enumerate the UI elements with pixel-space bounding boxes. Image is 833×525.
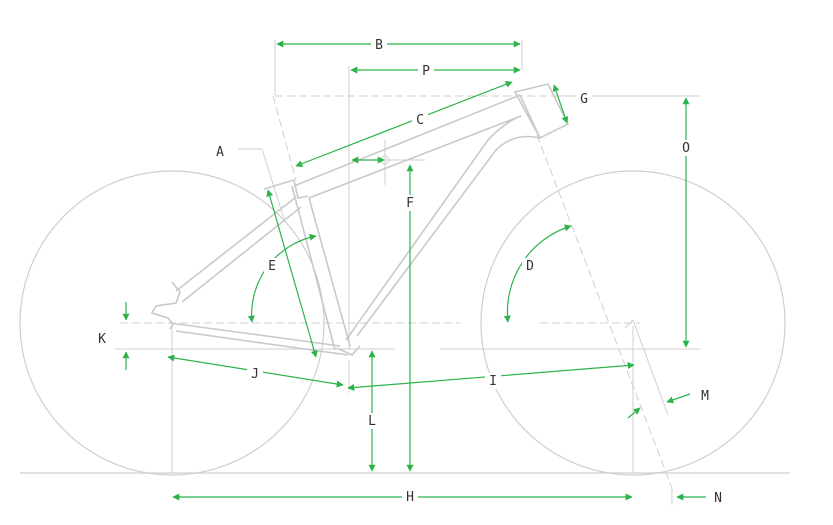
label-h: H <box>406 490 414 505</box>
dimension-labels: B P C A G O F E D K J I L M H N <box>98 36 722 506</box>
label-g: G <box>580 92 588 107</box>
label-c: C <box>416 113 424 128</box>
label-f: F <box>406 196 414 211</box>
dim-e <box>247 233 317 323</box>
label-a: A <box>216 145 224 160</box>
dimension-lines <box>122 40 706 501</box>
label-b: B <box>375 38 383 53</box>
front-wheel <box>480 170 786 476</box>
label-d: D <box>526 259 534 274</box>
label-i: I <box>489 374 497 389</box>
dim-c <box>295 81 513 167</box>
bike-frame <box>150 83 570 356</box>
dim-m-left <box>627 407 641 419</box>
label-m: M <box>701 389 709 404</box>
label-o: O <box>682 141 690 156</box>
label-n: N <box>714 491 722 506</box>
label-l: L <box>368 414 376 429</box>
dim-m-right <box>666 393 691 404</box>
dim-d <box>503 224 572 323</box>
reference-lines <box>115 40 700 505</box>
dim-g <box>552 84 569 124</box>
label-j: J <box>251 367 259 382</box>
label-e: E <box>268 259 276 274</box>
label-k: K <box>98 332 106 347</box>
label-p: P <box>422 64 430 79</box>
